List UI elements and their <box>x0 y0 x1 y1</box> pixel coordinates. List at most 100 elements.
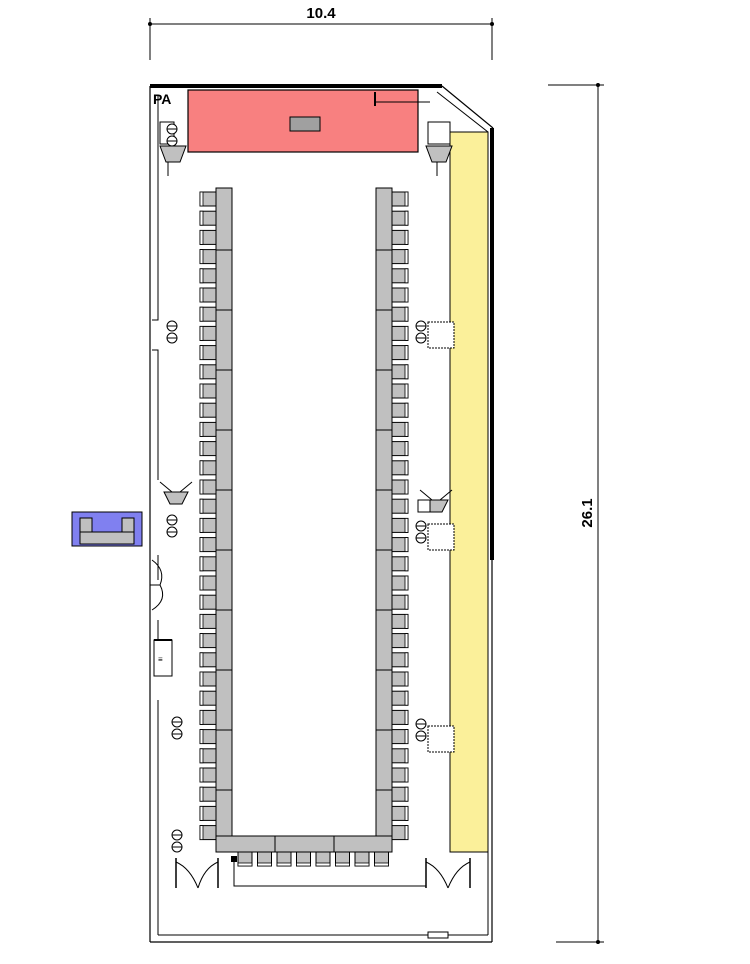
chair-icon <box>199 825 217 841</box>
chair-icon <box>199 671 217 687</box>
chair-icon <box>199 517 217 533</box>
chair-icon <box>391 345 409 361</box>
chair-icon <box>199 421 217 437</box>
chair-icon <box>199 690 217 706</box>
chair-icon <box>391 325 409 341</box>
chair-icon <box>391 460 409 476</box>
chair-icon <box>391 498 409 514</box>
chair-icon <box>391 210 409 226</box>
chair-icon <box>391 306 409 322</box>
chair-icon <box>391 402 409 418</box>
chair-icon <box>391 421 409 437</box>
room-walls <box>149 84 494 943</box>
power-outlet-icon <box>166 123 178 147</box>
chair-icon <box>199 268 217 284</box>
equipment-boxes <box>417 321 455 753</box>
chair-icon <box>391 748 409 764</box>
chair-icon <box>199 652 217 668</box>
chairs-bottom-row <box>237 851 389 867</box>
chair-icon <box>199 729 217 745</box>
chair-icon <box>391 825 409 841</box>
chair-icon <box>199 460 217 476</box>
lectern <box>289 116 321 132</box>
chair-icon <box>257 851 272 867</box>
door-icon <box>150 559 164 611</box>
chair-icon <box>199 709 217 725</box>
chair-icon <box>391 441 409 457</box>
chair-icon <box>199 498 217 514</box>
length-label: 26.1 <box>579 498 596 527</box>
cable <box>233 860 426 887</box>
chair-icon <box>391 709 409 725</box>
chair-icon <box>199 805 217 821</box>
chair-icon <box>391 268 409 284</box>
chair-icon <box>199 402 217 418</box>
chair-icon <box>199 479 217 495</box>
chair-icon <box>391 613 409 629</box>
side-equipment <box>71 511 143 547</box>
speaker-icon <box>425 121 453 176</box>
chair-icon <box>199 383 217 399</box>
chair-icon <box>199 748 217 764</box>
chair-icon <box>391 690 409 706</box>
chair-icon <box>391 249 409 265</box>
chair-icon <box>391 556 409 572</box>
stage <box>187 89 430 153</box>
window-strip <box>449 131 489 853</box>
chair-icon <box>199 594 217 610</box>
chair-icon <box>199 633 217 649</box>
chair-icon <box>391 652 409 668</box>
chair-icon <box>374 851 389 867</box>
chair-icon <box>391 383 409 399</box>
chair-icon <box>199 287 217 303</box>
power-outlets <box>166 123 427 853</box>
chair-icon <box>391 575 409 591</box>
chair-icon <box>199 767 217 783</box>
door-icon: ≡ <box>153 639 173 677</box>
chair-icon <box>335 851 350 867</box>
chair-icon <box>391 191 409 207</box>
chair-icon <box>199 575 217 591</box>
chair-icon <box>296 851 311 867</box>
chair-icon <box>391 594 409 610</box>
chair-icon <box>391 633 409 649</box>
chair-icon <box>391 364 409 380</box>
width-label: 10.4 <box>306 5 336 22</box>
door-icon <box>425 858 471 889</box>
chair-icon <box>391 729 409 745</box>
table-right <box>375 187 393 839</box>
chair-icon <box>199 229 217 245</box>
chair-icon <box>391 786 409 802</box>
chair-icon <box>199 325 217 341</box>
chair-icon <box>199 306 217 322</box>
chair-icon <box>391 229 409 245</box>
width-dimension: 10.4 <box>148 5 494 60</box>
chair-icon <box>199 537 217 553</box>
power-outlet-icon <box>415 320 427 344</box>
chair-icon <box>237 851 253 867</box>
chair-icon <box>391 767 409 783</box>
chair-icon <box>391 537 409 553</box>
power-outlet-icon <box>166 514 178 538</box>
chair-icon <box>199 556 217 572</box>
chair-icon <box>315 851 331 867</box>
chair-icon <box>354 851 370 867</box>
door-icon <box>175 858 219 889</box>
chairs-right-row <box>391 191 409 841</box>
chair-icon <box>199 786 217 802</box>
power-outlet-icon <box>171 829 183 853</box>
table-left <box>215 187 233 839</box>
power-outlet-icon <box>171 716 183 740</box>
chair-icon <box>199 249 217 265</box>
chair-icon <box>199 210 217 226</box>
chair-icon <box>199 345 217 361</box>
power-outlet-icon <box>166 320 178 344</box>
chair-icon <box>391 479 409 495</box>
power-outlet-icon <box>415 718 427 742</box>
chair-icon <box>391 671 409 687</box>
speaker-icon <box>159 481 193 505</box>
svg-text:≡: ≡ <box>158 655 163 664</box>
chairs-left-row <box>199 191 217 841</box>
table-bottom <box>215 835 393 853</box>
